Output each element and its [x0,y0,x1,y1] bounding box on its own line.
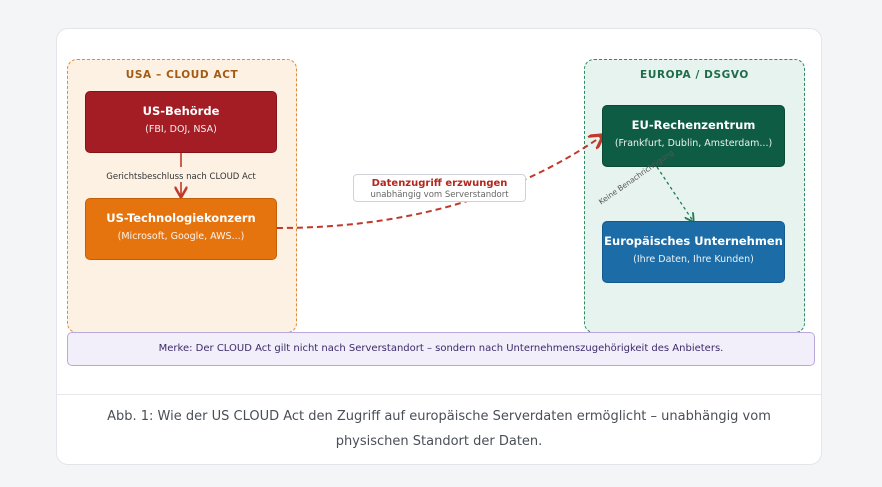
us-tech-company-title: US-Technologiekonzern [106,211,256,225]
court-order-label: Gerichtsbeschluss nach CLOUD Act [106,172,256,182]
eu-company-box: Europäisches Unternehmen (Ihre Daten, Ih… [602,221,785,283]
eu-company-title: Europäisches Unternehmen [604,234,783,248]
figure-card: USA – CLOUD ACT EUROPA / DSGVO US-Behörd… [56,28,822,465]
caption-divider [57,394,821,395]
us-authority-box: US-Behörde (FBI, DOJ, NSA) [85,91,277,153]
usa-region-title: USA – CLOUD ACT [125,69,239,81]
eu-datacenter-subtitle: (Frankfurt, Dublin, Amsterdam...) [614,138,773,149]
eu-company-subtitle: (Ihre Daten, Ihre Kunden) [633,254,754,265]
eu-datacenter-box: EU-Rechenzentrum (Frankfurt, Dublin, Ams… [602,105,785,167]
us-tech-company-subtitle: (Microsoft, Google, AWS...) [117,231,245,242]
us-tech-company-box: US-Technologiekonzern (Microsoft, Google… [85,198,277,260]
eu-region-title: EUROPA / DSGVO [640,69,749,81]
note-banner: Merke: Der CLOUD Act gilt nicht nach Ser… [67,332,815,366]
us-authority-title: US-Behörde [142,104,220,118]
us-authority-subtitle: (FBI, DOJ, NSA) [145,124,217,135]
eu-datacenter-title: EU-Rechenzentrum [631,118,756,132]
figure-caption: Abb. 1: Wie der US CLOUD Act den Zugriff… [107,409,771,449]
forced-access-sublabel: unabhängig vom Serverstandort [370,190,509,200]
forced-access-callout: Datenzugriff erzwungen unabhängig vom Se… [353,174,526,202]
forced-access-label: Datenzugriff erzwungen [371,178,508,189]
eu-region: EUROPA / DSGVO [584,59,805,333]
